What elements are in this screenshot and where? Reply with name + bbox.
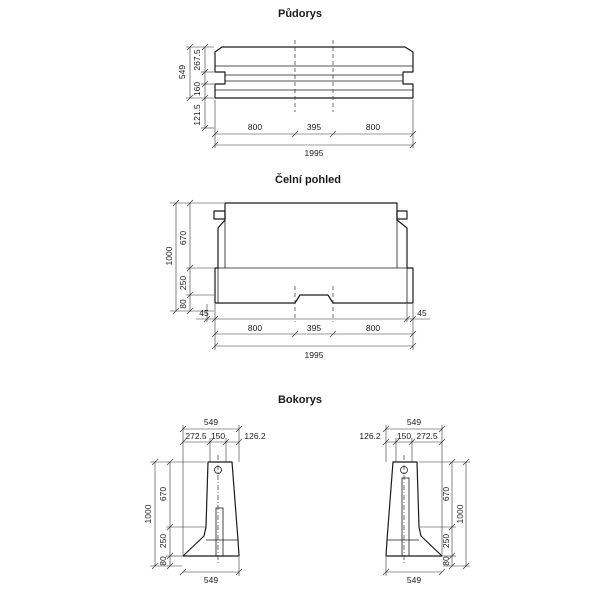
left-side-lower-height-label: 250 [158, 534, 168, 548]
right-side-base-width-label: 549 [407, 575, 421, 585]
plan-bottom-part-label: 121.5 [192, 104, 202, 126]
front-overall-length-label: 1995 [305, 350, 324, 360]
front-seg-left-label: 800 [248, 323, 262, 333]
front-overall-height-label: 1000 [164, 246, 174, 265]
side-view-title: Bokorys [278, 394, 322, 406]
left-side-view-block [182, 455, 240, 565]
left-side-upper-height-label: 670 [158, 487, 168, 501]
left-side-vertical-dimensions [150, 458, 206, 570]
right-side-part-a-label: 126.2 [359, 431, 381, 441]
right-side-upper-height-label: 670 [441, 487, 451, 501]
front-lower-height-label: 250 [178, 276, 188, 290]
plan-seg-middle-label: 395 [307, 122, 321, 132]
right-side-view-block [385, 455, 443, 565]
left-side-bottom-dimension [179, 557, 243, 576]
front-view-title: Čelní pohled [275, 173, 341, 186]
plan-horizontal-dimensions [211, 100, 417, 149]
plan-middle-part-label: 160 [192, 82, 202, 96]
left-side-base-height-label: 80 [158, 556, 168, 566]
left-side-overall-width-label: 549 [204, 417, 218, 427]
front-edge-left-label: 45 [199, 308, 209, 318]
plan-vertical-dimensions [186, 43, 214, 132]
right-side-base-height-label: 80 [441, 556, 451, 566]
front-edge-right-label: 45 [417, 308, 427, 318]
front-vertical-dimensions [170, 199, 224, 315]
front-horizontal-dimensions [196, 304, 430, 350]
front-seg-middle-label: 395 [307, 323, 321, 333]
left-side-overall-height-label: 1000 [143, 504, 153, 523]
plan-seg-left-label: 800 [248, 122, 262, 132]
right-side-lower-height-label: 250 [441, 534, 451, 548]
plan-view-block [214, 40, 414, 112]
plan-overall-length-label: 1995 [305, 148, 324, 158]
front-upper-height-label: 670 [178, 231, 188, 245]
right-side-vertical-dimensions [419, 458, 470, 570]
left-side-part-c-label: 126.2 [244, 431, 266, 441]
left-side-base-width-label: 549 [204, 575, 218, 585]
right-side-overall-height-label: 1000 [455, 504, 465, 523]
right-side-part-b-label: 150 [397, 431, 411, 441]
right-side-top-dimensions [382, 425, 446, 556]
left-side-part-b-label: 150 [211, 431, 225, 441]
plan-seg-right-label: 800 [366, 122, 380, 132]
left-side-part-a-label: 272.5 [185, 431, 207, 441]
front-view-block [213, 202, 414, 322]
front-seg-right-label: 800 [366, 323, 380, 333]
left-side-top-dimensions [179, 425, 243, 556]
front-base-height-label: 80 [178, 299, 188, 309]
right-side-bottom-dimension [382, 557, 446, 576]
plan-view-title: Půdorys [278, 8, 322, 20]
plan-top-part-label: 267.5 [192, 49, 202, 71]
plan-overall-depth-label: 549 [177, 65, 187, 79]
right-side-part-c-label: 272.5 [416, 431, 438, 441]
right-side-overall-width-label: 549 [407, 417, 421, 427]
